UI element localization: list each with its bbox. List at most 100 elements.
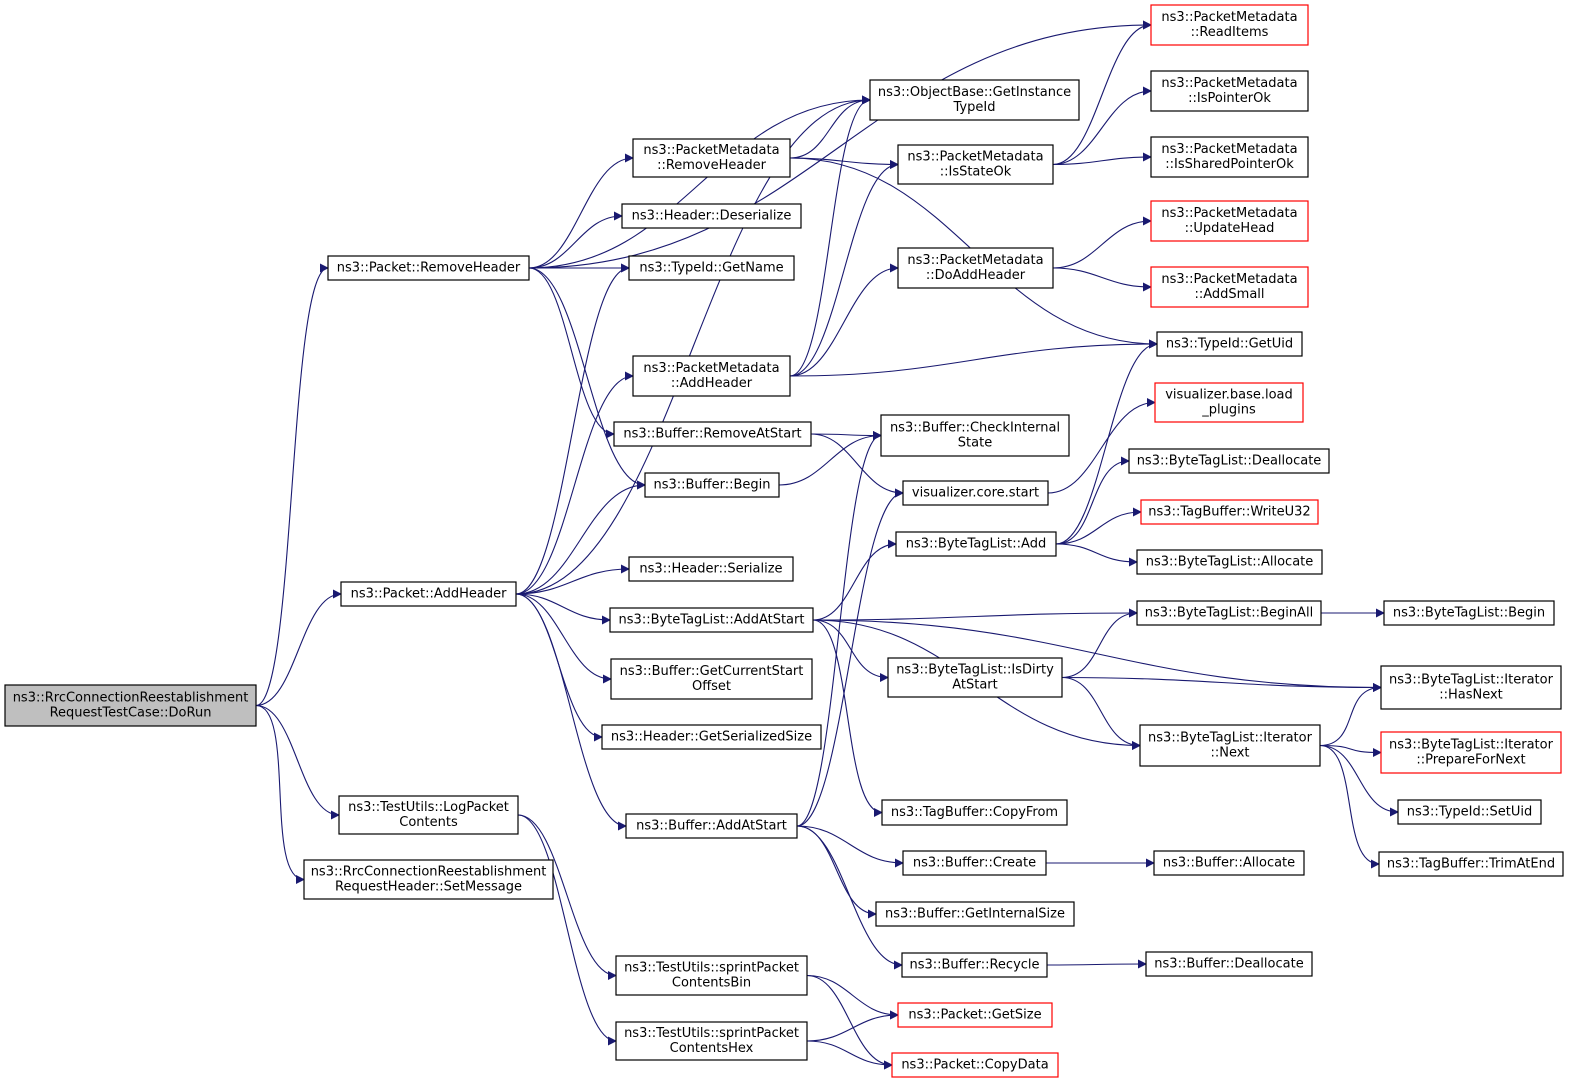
node-p-add[interactable]: ns3::Packet::AddHeader — [340, 581, 517, 607]
node-label-line: ns3::ByteTagList::IsDirty — [896, 663, 1054, 678]
node-box — [621, 203, 802, 229]
edge-btl_addstart-to-btl_it_hasnext — [812, 619, 1382, 692]
node-vis-load[interactable]: visualizer.base.load_plugins — [1154, 382, 1304, 423]
node-btl-beginall[interactable]: ns3::ByteTagList::BeginAll — [1136, 600, 1322, 626]
node-pm-readitems[interactable]: ns3::PacketMetadata::ReadItems — [1150, 4, 1309, 46]
edge-b_addstart-to-b_checkint — [796, 431, 882, 827]
node-p-remove[interactable]: ns3::Packet::RemoveHeader — [327, 255, 530, 281]
node-pm-updhead[interactable]: ns3::PacketMetadata::UpdateHead — [1150, 200, 1309, 242]
node-label-line: ns3::TypeId::GetName — [639, 261, 783, 276]
node-label-line: ns3::Buffer::Allocate — [1163, 856, 1295, 871]
node-label-line: ns3::RrcConnectionReestablishment — [13, 691, 249, 706]
edge-btl_add-to-btl_alloc — [1055, 543, 1138, 567]
node-pm-addsmall[interactable]: ns3::PacketMetadata::AddSmall — [1150, 266, 1309, 308]
node-label-line: ns3::Packet::RemoveHeader — [337, 261, 521, 276]
node-btl-it-hasnext[interactable]: ns3::ByteTagList::Iterator::HasNext — [1380, 665, 1562, 710]
node-box — [1150, 70, 1309, 112]
node-b-addstart[interactable]: ns3::Buffer::AddAtStart — [625, 813, 798, 839]
node-label-line: ns3::TagBuffer::CopyFrom — [891, 805, 1058, 820]
edge-b_addstart-to-b_intsize — [796, 825, 877, 919]
node-box — [613, 421, 812, 447]
node-tid-name[interactable]: ns3::TypeId::GetName — [628, 255, 795, 281]
edge-tu_hex-to-p_getsize — [806, 1010, 899, 1042]
node-p-copydata[interactable]: ns3::Packet::CopyData — [891, 1052, 1059, 1078]
node-btl-dealloc[interactable]: ns3::ByteTagList::Deallocate — [1128, 448, 1330, 474]
node-label-line: ns3::Buffer::Deallocate — [1154, 957, 1303, 972]
edge-btl_it_next-to-tid_setuid — [1319, 744, 1399, 817]
node-pm-remove[interactable]: ns3::PacketMetadata::RemoveHeader — [632, 138, 791, 178]
node-label-line: ns3::TestUtils::LogPacket — [348, 800, 509, 815]
node-label-line: ns3::PacketMetadata — [907, 253, 1043, 268]
node-pm-sptrok[interactable]: ns3::PacketMetadata::IsSharedPointerOk — [1150, 136, 1309, 178]
node-root[interactable]: ns3::RrcConnectionReestablishmentRequest… — [4, 684, 257, 727]
edge-tu_log-to-tu_hex — [517, 814, 617, 1046]
edge-btl_add-to-tid_uid — [1055, 339, 1158, 545]
node-box — [632, 138, 791, 178]
edge-tu_bin-to-p_copydata — [806, 974, 893, 1070]
node-btl-it-next[interactable]: ns3::ByteTagList::Iterator::Next — [1139, 724, 1321, 767]
node-box — [897, 144, 1054, 185]
node-label-line: ns3::Buffer::Recycle — [909, 958, 1039, 973]
node-pm-add[interactable]: ns3::PacketMetadata::AddHeader — [632, 355, 791, 397]
node-box — [1380, 731, 1562, 774]
node-vis-start[interactable]: visualizer.core.start — [902, 480, 1049, 506]
edge-b_recycle-to-b_dealloc — [1046, 959, 1147, 969]
node-rrc-set[interactable]: ns3::RrcConnectionReestablishmentRequest… — [303, 859, 554, 900]
node-box — [1145, 951, 1313, 977]
node-pm-stateok[interactable]: ns3::PacketMetadata::IsStateOk — [897, 144, 1054, 185]
node-label-line: RequestTestCase::DoRun — [50, 706, 212, 721]
node-label-line: ns3::Buffer::AddAtStart — [636, 819, 787, 834]
node-label-line: ns3::ByteTagList::Add — [906, 537, 1046, 552]
node-b-recycle[interactable]: ns3::Buffer::Recycle — [901, 952, 1048, 978]
node-p-getsize[interactable]: ns3::Packet::GetSize — [897, 1002, 1053, 1028]
node-label-line: ::ReadItems — [1191, 25, 1269, 40]
node-tid-setuid[interactable]: ns3::TypeId::SetUid — [1397, 799, 1542, 825]
node-label-line: ns3::PacketMetadata — [643, 143, 779, 158]
node-h-deser[interactable]: ns3::Header::Deserialize — [621, 203, 802, 229]
node-tb-copyfrom[interactable]: ns3::TagBuffer::CopyFrom — [881, 799, 1068, 826]
node-label-line: ns3::TestUtils::sprintPacket — [624, 1026, 799, 1041]
node-btl-begin[interactable]: ns3::ByteTagList::Begin — [1383, 600, 1555, 626]
node-btl-addstart[interactable]: ns3::ByteTagList::AddAtStart — [609, 607, 814, 633]
node-label-line: ns3::Buffer::CheckInternal — [890, 421, 1060, 436]
node-tb-trim[interactable]: ns3::TagBuffer::TrimAtEnd — [1378, 851, 1564, 877]
node-pm-ptrok[interactable]: ns3::PacketMetadata::IsPointerOk — [1150, 70, 1309, 112]
node-b-begin[interactable]: ns3::Buffer::Begin — [644, 472, 780, 498]
node-btl-add[interactable]: ns3::ByteTagList::Add — [895, 531, 1057, 557]
node-b-remstart[interactable]: ns3::Buffer::RemoveAtStart — [613, 421, 812, 447]
node-b-create[interactable]: ns3::Buffer::Create — [902, 850, 1047, 876]
edge-btl_dirty-to-btl_it_hasnext — [1061, 676, 1382, 692]
node-h-ser[interactable]: ns3::Header::Serialize — [628, 556, 794, 582]
edge-pm_stateok-to-pm_sptrok — [1052, 152, 1152, 166]
edge-p_remove-to-pm_remove — [528, 153, 634, 269]
edge-btl_dirty-to-btl_beginall — [1061, 608, 1138, 679]
node-btl-alloc[interactable]: ns3::ByteTagList::Allocate — [1136, 549, 1323, 575]
edge-p_add-to-b_begin — [515, 480, 646, 595]
node-tid-uid[interactable]: ns3::TypeId::GetUid — [1156, 331, 1303, 357]
node-label-line: AtStart — [952, 678, 998, 693]
node-h-sersize[interactable]: ns3::Header::GetSerializedSize — [601, 724, 822, 750]
edge-btl_it_next-to-tb_trim — [1319, 744, 1380, 869]
edge-btl_addstart-to-btl_beginall — [812, 608, 1138, 621]
edge-p_remove-to-h_deser — [528, 211, 623, 269]
node-tb-wu32[interactable]: ns3::TagBuffer::WriteU32 — [1140, 499, 1319, 525]
node-label-line: ns3::PacketMetadata — [1161, 142, 1297, 157]
node-b-dealloc[interactable]: ns3::Buffer::Deallocate — [1145, 951, 1313, 977]
node-btl-it-prep[interactable]: ns3::ByteTagList::Iterator::PrepareForNe… — [1380, 731, 1562, 774]
node-pm-doadd[interactable]: ns3::PacketMetadata::DoAddHeader — [897, 247, 1054, 289]
node-b-intsize[interactable]: ns3::Buffer::GetInternalSize — [875, 901, 1075, 927]
edge-btl_it_next-to-btl_it_prep — [1319, 744, 1382, 757]
edge-btl_add-to-tb_wu32 — [1055, 507, 1142, 545]
node-b-alloc[interactable]: ns3::Buffer::Allocate — [1153, 850, 1305, 876]
node-label-line: ::IsSharedPointerOk — [1165, 157, 1294, 172]
node-label-line: ContentsHex — [670, 1041, 754, 1056]
node-box — [610, 658, 813, 700]
node-label-line: ns3::TagBuffer::TrimAtEnd — [1387, 857, 1555, 872]
